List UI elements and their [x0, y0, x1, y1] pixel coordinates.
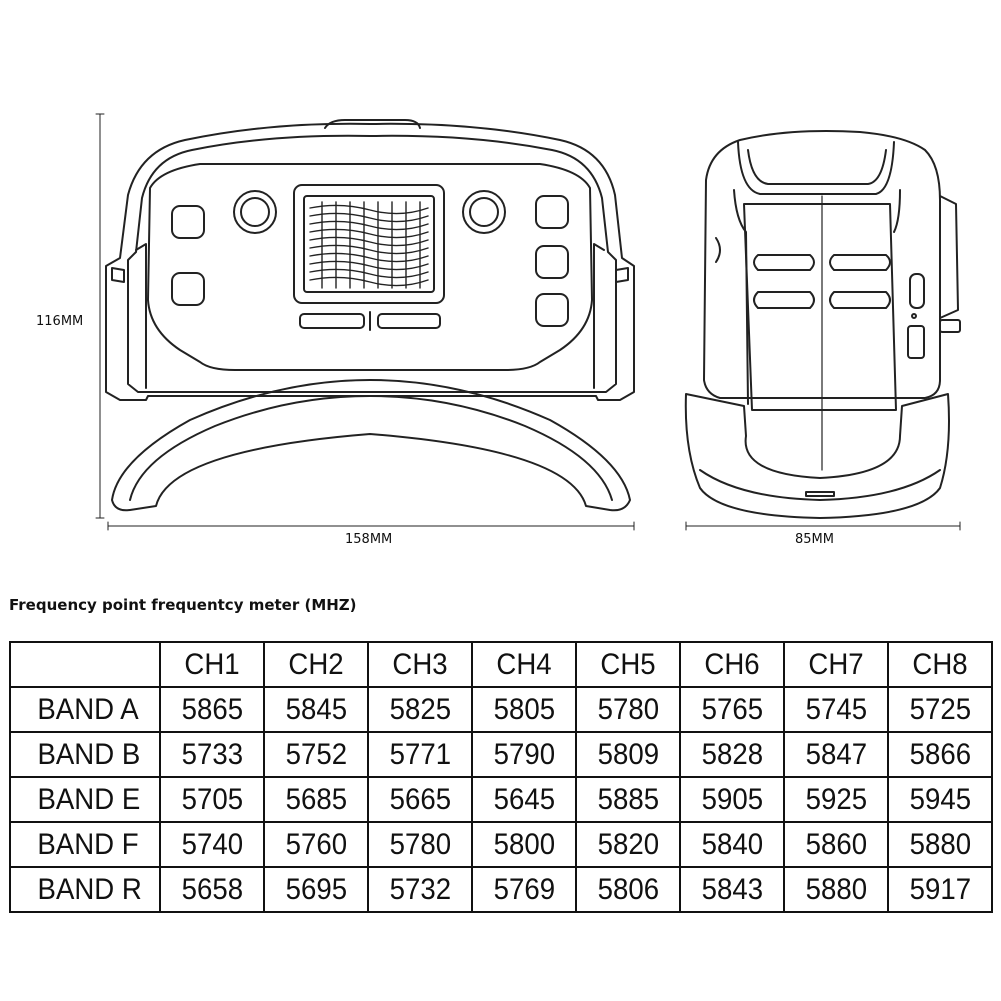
table-cell: 5695 [263, 866, 369, 913]
table-cell: 5945 [887, 776, 993, 823]
table-row: BAND A 5865 5845 5825 5805 5780 5765 574… [9, 686, 993, 733]
table-cell: 5840 [679, 821, 785, 868]
column-header: CH1 [159, 641, 265, 688]
column-header: CH2 [263, 641, 369, 688]
table-corner-cell [9, 641, 161, 688]
column-header: CH6 [679, 641, 785, 688]
table-row: BAND B 5733 5752 5771 5790 5809 5828 584… [9, 731, 993, 778]
table-cell: 5780 [575, 686, 681, 733]
table-cell: 5820 [575, 821, 681, 868]
table-cell: 5765 [679, 686, 785, 733]
table-cell: 5790 [471, 731, 577, 778]
table-cell: 5732 [367, 866, 473, 913]
table-cell: 5860 [783, 821, 889, 868]
column-header: CH4 [471, 641, 577, 688]
depth-dimension-label: 85MM [795, 532, 834, 547]
dimension-lines [95, 113, 961, 531]
table-cell: 5865 [159, 686, 265, 733]
frequency-table: CH1 CH2 CH3 CH4 CH5 CH6 CH7 CH8 BAND A 5… [9, 641, 993, 913]
table-cell: 5760 [263, 821, 369, 868]
table-cell: 5917 [887, 866, 993, 913]
table-cell: 5780 [367, 821, 473, 868]
table-cell: 5847 [783, 731, 889, 778]
column-header: CH7 [783, 641, 889, 688]
column-header: CH8 [887, 641, 993, 688]
table-cell: 5866 [887, 731, 993, 778]
table-cell: 5665 [367, 776, 473, 823]
height-dimension-label: 116MM [36, 314, 84, 329]
table-cell: 5740 [159, 821, 265, 868]
table-cell: 5645 [471, 776, 577, 823]
column-header: CH3 [367, 641, 473, 688]
band-label: BAND F [9, 821, 161, 868]
width-dimension-label: 158MM [345, 532, 393, 547]
table-cell: 5880 [887, 821, 993, 868]
table-cell: 5809 [575, 731, 681, 778]
table-cell: 5925 [783, 776, 889, 823]
screen-grille [309, 201, 429, 289]
side-view [684, 130, 961, 519]
table-cell: 5752 [263, 731, 369, 778]
goggles-drawing [95, 113, 961, 531]
table-cell: 5800 [471, 821, 577, 868]
table-cell: 5828 [679, 731, 785, 778]
table-row: BAND R 5658 5695 5732 5769 5806 5843 588… [9, 866, 993, 913]
table-cell: 5845 [263, 686, 369, 733]
table-cell: 5825 [367, 686, 473, 733]
table-cell: 5806 [575, 866, 681, 913]
table-cell: 5771 [367, 731, 473, 778]
table-title: Frequency point frequentcy meter (MHZ) [9, 596, 357, 614]
table-cell: 5769 [471, 866, 577, 913]
table-cell: 5685 [263, 776, 369, 823]
band-label: BAND E [9, 776, 161, 823]
table-cell: 5733 [159, 731, 265, 778]
table-cell: 5745 [783, 686, 889, 733]
table-cell: 5705 [159, 776, 265, 823]
column-header: CH5 [575, 641, 681, 688]
table-cell: 5905 [679, 776, 785, 823]
table-cell: 5843 [679, 866, 785, 913]
table-cell: 5805 [471, 686, 577, 733]
band-label: BAND B [9, 731, 161, 778]
table-row: BAND F 5740 5760 5780 5800 5820 5840 586… [9, 821, 993, 868]
band-label: BAND R [9, 866, 161, 913]
table-cell: 5880 [783, 866, 889, 913]
table-cell: 5885 [575, 776, 681, 823]
table-header-row: CH1 CH2 CH3 CH4 CH5 CH6 CH7 CH8 [9, 641, 993, 688]
table-cell: 5658 [159, 866, 265, 913]
front-view [105, 119, 635, 512]
table-cell: 5725 [887, 686, 993, 733]
table-row: BAND E 5705 5685 5665 5645 5885 5905 592… [9, 776, 993, 823]
band-label: BAND A [9, 686, 161, 733]
